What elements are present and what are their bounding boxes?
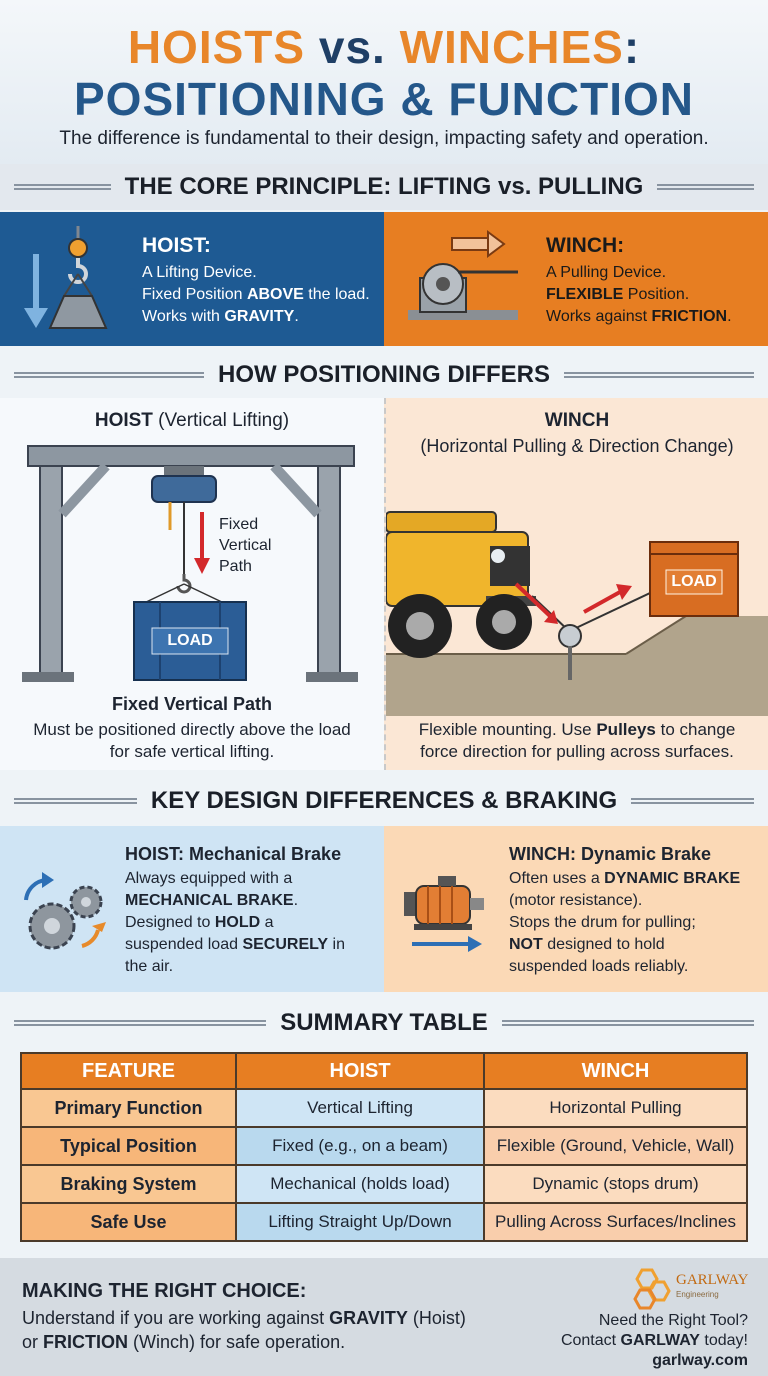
winch-brake-l2: (motor resistance). xyxy=(509,892,643,909)
positioning-heading: HOW POSITIONING DIFFERS xyxy=(0,352,768,398)
footer: MAKING THE RIGHT CHOICE: Understand if y… xyxy=(0,1258,768,1376)
winch-caption-1: Flexible mounting. Use Pulleys to change xyxy=(418,720,736,739)
winch-brake-l4: NOT designed to hold xyxy=(509,936,665,953)
jeep-winch-illustration xyxy=(386,511,768,716)
motor-icon xyxy=(404,876,484,952)
hoist-brake-l2: MECHANICAL BRAKE. xyxy=(125,892,299,909)
footer-cta-2: Contact GARLWAY today! xyxy=(560,1332,748,1349)
braking-heading-text: KEY DESIGN DIFFERENCES & BRAKING xyxy=(150,787,618,814)
title-vs: vs. xyxy=(318,21,386,73)
summary-table: FEATURE HOIST WINCH Primary Function Ver… xyxy=(20,1052,748,1242)
table-cell: Flexible (Ground, Vehicle, Wall) xyxy=(483,1126,748,1166)
page-title: HOISTS vs. WINCHES: xyxy=(0,20,768,74)
core-winch-line2: FLEXIBLE Position. xyxy=(546,286,690,303)
page-subtitle: The difference is fundamental to their d… xyxy=(59,128,709,149)
winch-brake-l3: Stops the drum for pulling; xyxy=(509,914,696,931)
hoist-brake-l1: Always equipped with a xyxy=(125,870,293,887)
table-cell: Pulling Across Surfaces/Inclines xyxy=(483,1202,748,1242)
positioning-hoist-panel: HOIST (Vertical Lifting) Fixed Vertical … xyxy=(0,398,384,770)
hoist-brake-l3: Designed to HOLD a xyxy=(125,914,274,931)
col-hoist: HOIST xyxy=(235,1052,485,1090)
core-heading: THE CORE PRINCIPLE: LIFTING vs. PULLING xyxy=(0,164,768,210)
winch-brake-l5: suspended loads reliably. xyxy=(509,958,689,975)
col-winch: WINCH xyxy=(483,1052,748,1090)
braking-heading: KEY DESIGN DIFFERENCES & BRAKING xyxy=(0,778,768,824)
garlway-logo-sub: Engineering xyxy=(676,1290,719,1299)
gears-icon xyxy=(24,872,106,950)
footer-url-link[interactable]: garlway.com xyxy=(652,1352,748,1369)
table-cell: Braking System xyxy=(20,1164,237,1204)
winch-brake-title: WINCH: Dynamic Brake xyxy=(509,844,712,864)
table-cell: Typical Position xyxy=(20,1126,237,1166)
garlway-logo-icon xyxy=(633,1268,671,1310)
title-hoists: HOISTS xyxy=(127,21,306,73)
core-winch-line1: A Pulling Device. xyxy=(546,264,667,281)
winch-caption-2: force direction for pulling across surfa… xyxy=(420,742,734,761)
core-hoist-line1: A Lifting Device. xyxy=(142,264,257,281)
fixed-vertical-path-label: Fixed Vertical Path xyxy=(219,516,272,575)
hoist-caption-2: for safe vertical lifting. xyxy=(109,742,275,761)
braking-winch-panel: WINCH: Dynamic Brake Often uses a DYNAMI… xyxy=(384,826,768,992)
table-row: Typical Position Fixed (e.g., on a beam)… xyxy=(20,1126,748,1166)
col-feature: FEATURE xyxy=(20,1052,237,1090)
table-row: Safe Use Lifting Straight Up/Down Pullin… xyxy=(20,1202,748,1242)
table-cell: Fixed (e.g., on a beam) xyxy=(235,1126,485,1166)
winch-load-label: LOAD xyxy=(671,573,717,590)
table-cell: Primary Function xyxy=(20,1088,237,1128)
core-hoist-line3: Works with GRAVITY. xyxy=(142,308,299,325)
core-hoist-line2: Fixed Position ABOVE the load. xyxy=(142,286,370,303)
table-row: Braking System Mechanical (holds load) D… xyxy=(20,1164,748,1204)
page-title-line2: POSITIONING & FUNCTION xyxy=(74,73,694,125)
positioning-heading-text: HOW POSITIONING DIFFERS xyxy=(218,361,551,388)
winch-brake-l1: Often uses a DYNAMIC BRAKE xyxy=(509,870,741,887)
positioning-winch-subtitle: (Horizontal Pulling & Direction Change) xyxy=(420,436,734,456)
core-winch-panel: WINCH: A Pulling Device. FLEXIBLE Positi… xyxy=(384,212,768,346)
header: HOISTS vs. WINCHES: POSITIONING & FUNCTI… xyxy=(0,0,768,164)
hoist-brake-title: HOIST: Mechanical Brake xyxy=(125,844,342,864)
table-cell: Horizontal Pulling xyxy=(483,1088,748,1128)
table-header-row: FEATURE HOIST WINCH xyxy=(20,1052,748,1090)
footer-title: MAKING THE RIGHT CHOICE: xyxy=(22,1280,307,1302)
positioning-winch-panel: WINCH (Horizontal Pulling & Direction Ch… xyxy=(384,398,768,770)
hoist-brake-l5: the air. xyxy=(125,958,174,975)
positioning-winch-title: WINCH xyxy=(544,410,610,431)
garlway-logo-text: GARLWAY xyxy=(676,1272,749,1288)
positioning-hoist-title: HOIST (Vertical Lifting) xyxy=(94,410,290,431)
table-cell: Vertical Lifting xyxy=(235,1088,485,1128)
table-cell: Mechanical (holds load) xyxy=(235,1164,485,1204)
core-winch-line3: Works against FRICTION. xyxy=(546,308,732,325)
table-cell: Lifting Straight Up/Down xyxy=(235,1202,485,1242)
winch-drum-icon xyxy=(408,230,518,320)
title-colon: : xyxy=(623,21,641,73)
summary-heading: SUMMARY TABLE xyxy=(0,1000,768,1046)
hoist-hook-icon xyxy=(24,226,108,329)
core-hoist-title: HOIST: xyxy=(142,234,211,257)
summary-heading-text: SUMMARY TABLE xyxy=(280,1009,488,1036)
core-hoist-panel: HOIST: A Lifting Device. Fixed Position … xyxy=(0,212,384,346)
table-row: Primary Function Vertical Lifting Horizo… xyxy=(20,1088,748,1128)
footer-line1: Understand if you are working against GR… xyxy=(22,1308,466,1328)
hoist-brake-l4: suspended load SECURELY in xyxy=(125,936,345,953)
core-heading-text: THE CORE PRINCIPLE: LIFTING vs. PULLING xyxy=(124,173,644,200)
core-winch-title: WINCH: xyxy=(546,234,625,257)
gantry-hoist-illustration xyxy=(22,445,358,682)
table-cell: Safe Use xyxy=(20,1202,237,1242)
hoist-caption-title: Fixed Vertical Path xyxy=(111,694,273,714)
braking-hoist-panel: HOIST: Mechanical Brake Always equipped … xyxy=(0,826,384,992)
hoist-load-label: LOAD xyxy=(167,632,213,649)
title-winches: WINCHES xyxy=(399,21,624,73)
hoist-caption-1: Must be positioned directly above the lo… xyxy=(33,720,351,739)
footer-line2: or FRICTION (Winch) for safe operation. xyxy=(22,1332,346,1352)
footer-cta-1: Need the Right Tool? xyxy=(598,1312,748,1329)
table-cell: Dynamic (stops drum) xyxy=(483,1164,748,1204)
